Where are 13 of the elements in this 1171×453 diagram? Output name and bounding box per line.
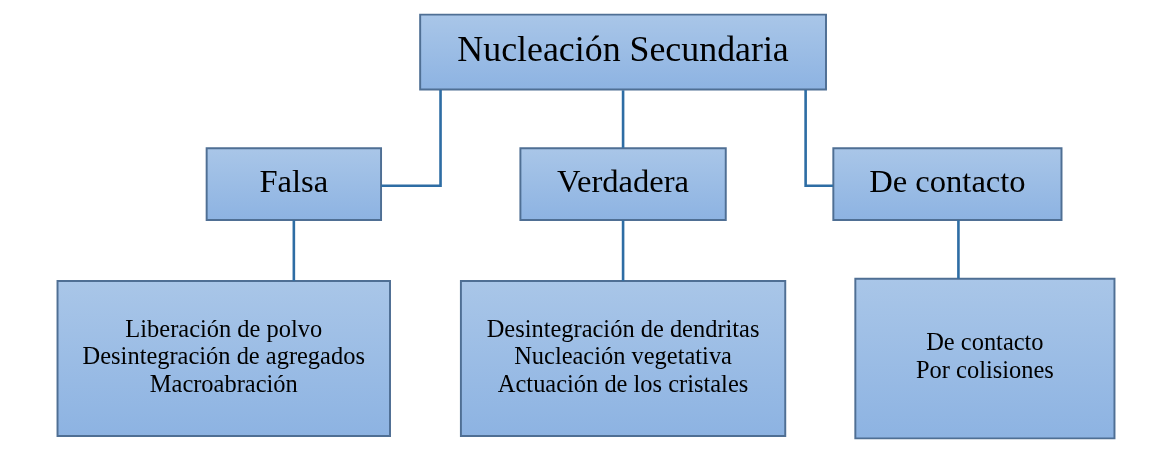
node-box: De contacto [831, 147, 1062, 221]
node-box: Liberación de polvo Desintegración de agregados Macroabración [56, 280, 391, 437]
connector [380, 90, 442, 188]
connector [292, 220, 295, 281]
node-box: De contacto Por colisiones [853, 277, 1115, 440]
connector [621, 220, 624, 281]
node-box: Verdadera [518, 147, 727, 221]
node-box: Desintegración de dendritas Nucleación vegetativa Actuación de los cristales [459, 280, 786, 437]
connector [956, 220, 960, 279]
node-box: Nucleación Secundaria [418, 13, 827, 91]
connector [803, 90, 833, 188]
node-box: Falsa [205, 147, 382, 221]
connector [621, 90, 624, 148]
